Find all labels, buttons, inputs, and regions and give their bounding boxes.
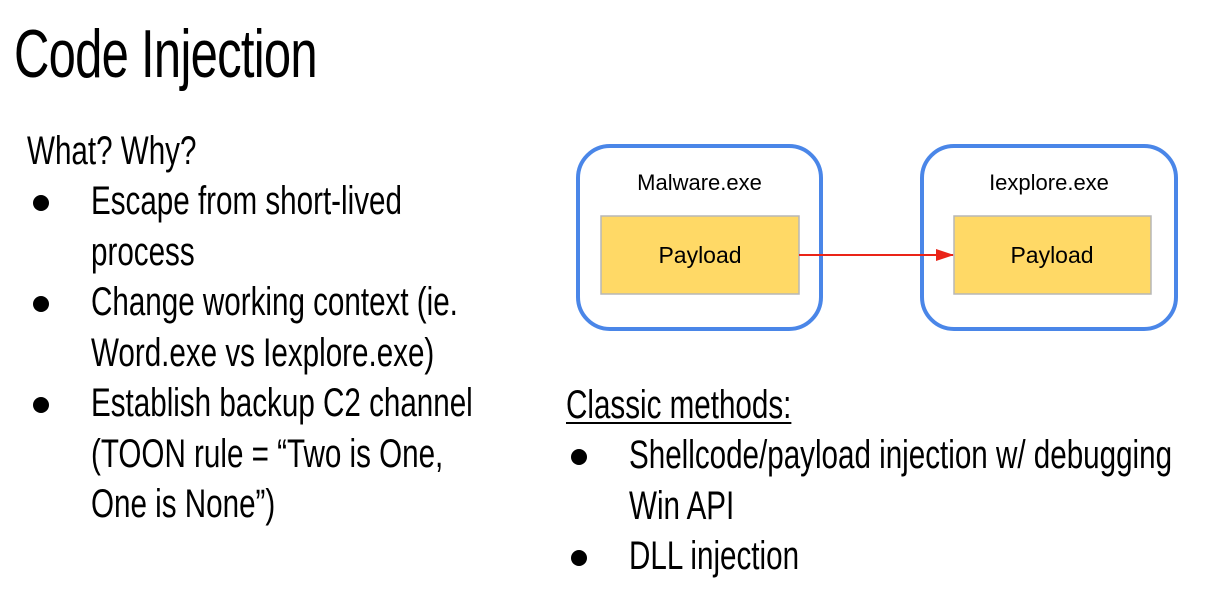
bullet-dot-icon — [33, 397, 49, 413]
iexplore-process-box — [920, 144, 1178, 331]
reasons-list: Escape from short-lived process Change w… — [30, 176, 607, 530]
reason-item-context: Change working context (ie. Word.exe vs … — [30, 277, 607, 378]
slide-title: Code Injection — [14, 16, 318, 92]
reason-text-line: process — [91, 229, 195, 274]
malware-payload-label: Payload — [658, 242, 741, 268]
method-text-line: Win API — [629, 483, 735, 528]
malware-process-box — [576, 144, 823, 331]
methods-list: Shellcode/payload injection w/ debugging… — [568, 430, 1209, 582]
bullet-dot-icon — [33, 296, 49, 312]
classic-methods-heading: Classic methods: — [566, 383, 792, 427]
method-item-dll: DLL injection — [568, 531, 1209, 582]
reason-text-line: Establish backup C2 channel — [91, 381, 473, 425]
iexplore-payload-label: Payload — [1010, 242, 1093, 268]
what-why-heading: What? Why? — [27, 129, 197, 173]
iexplore-process-label: Iexplore.exe — [989, 170, 1109, 195]
reason-item-escape: Escape from short-lived process — [30, 176, 607, 277]
reason-text-line: Change working context (ie. — [91, 280, 458, 324]
method-item-shellcode: Shellcode/payload injection w/ debugging… — [568, 430, 1209, 531]
bullet-dot-icon — [571, 449, 587, 465]
reason-text-line: Escape from short-lived — [91, 179, 402, 223]
malware-process-label: Malware.exe — [637, 170, 762, 195]
bullet-dot-icon — [571, 550, 587, 566]
reason-text-line: One is None”) — [91, 482, 276, 526]
malware-payload-box — [600, 215, 800, 295]
reason-text-line: Word.exe vs Iexplore.exe) — [91, 330, 435, 375]
method-text-line: DLL injection — [629, 534, 800, 578]
reason-item-c2: Establish backup C2 channel (TOON rule =… — [30, 378, 607, 530]
bullet-dot-icon — [33, 195, 49, 211]
reason-text-line: (TOON rule = “Two is One, — [91, 431, 444, 476]
method-text-line: Shellcode/payload injection w/ debugging — [629, 433, 1173, 477]
iexplore-payload-box — [953, 215, 1152, 295]
